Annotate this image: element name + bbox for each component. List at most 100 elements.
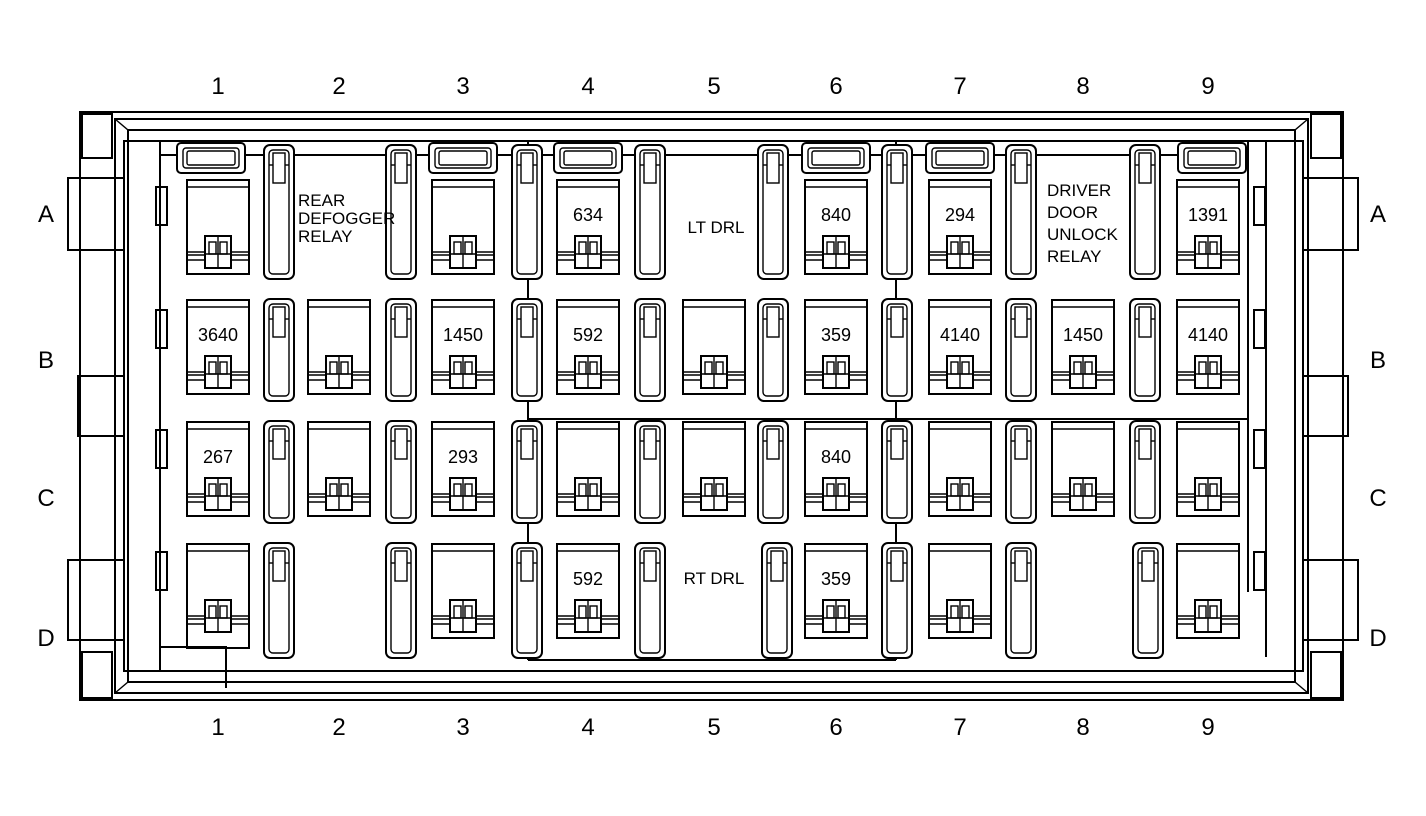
- notch: [155, 309, 168, 349]
- relay-connector: [186, 179, 250, 275]
- relay-connector: [186, 421, 250, 517]
- mini-fuse: [757, 298, 789, 402]
- latch-right-b: [1303, 375, 1349, 437]
- mini-fuse: [511, 144, 543, 280]
- mini-fuse: [263, 420, 295, 524]
- circuit-number: 592: [573, 569, 603, 589]
- row-header: A: [38, 201, 54, 228]
- latch-left-b: [77, 375, 124, 437]
- notch: [155, 551, 168, 591]
- mini-fuse: [385, 298, 417, 402]
- mini-fuse: [757, 144, 789, 280]
- relay-connector: [431, 543, 495, 639]
- lt-drl-label: LT DRL: [687, 218, 744, 237]
- top-cap: [553, 142, 623, 174]
- mini-fuse: [634, 420, 666, 524]
- notch: [1253, 551, 1266, 591]
- mini-fuse: [1005, 298, 1037, 402]
- notch: [155, 429, 168, 469]
- top-cap: [925, 142, 995, 174]
- mini-fuse: [881, 542, 913, 659]
- mini-fuse: [881, 144, 913, 280]
- latch-right-d: [1303, 559, 1359, 641]
- relay-label-line: DEFOGGER: [298, 209, 395, 228]
- relay-connector: [682, 299, 746, 395]
- row-headers-left: A B C D: [37, 201, 54, 652]
- notch: [1253, 186, 1266, 226]
- fuse-layer: [263, 144, 1164, 659]
- circuit-number: 4140: [940, 325, 980, 345]
- mini-fuse: [385, 144, 417, 280]
- relay-connector: [1051, 421, 1115, 517]
- notch: [1253, 309, 1266, 349]
- corner-tab: [1310, 651, 1342, 699]
- row-header: A: [1370, 201, 1386, 228]
- mini-fuse: [881, 420, 913, 524]
- relay-connector: [928, 299, 992, 395]
- relay-label-line: REAR: [298, 191, 345, 210]
- mini-fuse: [881, 298, 913, 402]
- col-header: 4: [581, 73, 594, 100]
- col-header: 5: [707, 73, 720, 100]
- row-header: D: [37, 625, 54, 652]
- corner-tab: [1310, 113, 1342, 159]
- mini-fuse: [1132, 542, 1164, 659]
- mini-fuse: [385, 542, 417, 659]
- mini-fuse: [511, 420, 543, 524]
- mini-fuse: [263, 542, 295, 659]
- relay-connector: [431, 421, 495, 517]
- housing-rim-outer: [114, 118, 1309, 694]
- mini-fuse: [761, 542, 793, 659]
- col-footer: 6: [829, 714, 842, 741]
- top-rail: [159, 140, 1249, 156]
- relay-connector: [556, 299, 620, 395]
- housing-outer: [79, 111, 1344, 701]
- mini-fuse: [634, 542, 666, 659]
- circuit-number: 359: [821, 325, 851, 345]
- col-header: 9: [1201, 73, 1214, 100]
- mini-fuse: [1005, 420, 1037, 524]
- col-footer: 8: [1076, 714, 1089, 741]
- relay-connector: [431, 179, 495, 275]
- mini-fuse: [1129, 298, 1161, 402]
- mini-fuse: [263, 298, 295, 402]
- circuit-number: 1450: [443, 325, 483, 345]
- relay-connector: [928, 421, 992, 517]
- col-footer: 7: [953, 714, 966, 741]
- mini-fuse: [1005, 144, 1037, 280]
- rear-defogger-relay-label: REAR DEFOGGER RELAY: [298, 191, 395, 246]
- relay-connector: [307, 421, 371, 517]
- corner-tab: [81, 651, 113, 699]
- mini-fuse: [385, 420, 417, 524]
- col-header: 6: [829, 73, 842, 100]
- relay-connector: [1176, 543, 1240, 639]
- relay-connector: [556, 543, 620, 639]
- relay-connector: [804, 421, 868, 517]
- relay-label-line: DRIVER: [1047, 181, 1111, 200]
- housing-rim-inner: [127, 129, 1296, 683]
- mini-fuse: [634, 298, 666, 402]
- relay-connector: [186, 543, 250, 649]
- relay-label-line: UNLOCK: [1047, 225, 1119, 244]
- housing: [67, 111, 1359, 701]
- col-footer: 1: [211, 714, 224, 741]
- relay-connector: [804, 179, 868, 275]
- relay-connector: [1176, 421, 1240, 517]
- circuit-number: 293: [448, 447, 478, 467]
- row-header: B: [38, 347, 54, 374]
- row-header: B: [1370, 347, 1386, 374]
- top-cap: [176, 142, 246, 174]
- relay-connector: [1051, 299, 1115, 395]
- circuit-number: 4140: [1188, 325, 1228, 345]
- rt-drl-label: RT DRL: [684, 569, 745, 588]
- mini-fuse: [511, 298, 543, 402]
- mini-fuse: [634, 144, 666, 280]
- relay-connector: [804, 299, 868, 395]
- circuit-number: 294: [945, 205, 975, 225]
- top-cap: [1177, 142, 1247, 174]
- relay-connector: [804, 543, 868, 639]
- latch-left-d: [67, 559, 124, 641]
- circuit-number: 267: [203, 447, 233, 467]
- relay-connector: [186, 299, 250, 395]
